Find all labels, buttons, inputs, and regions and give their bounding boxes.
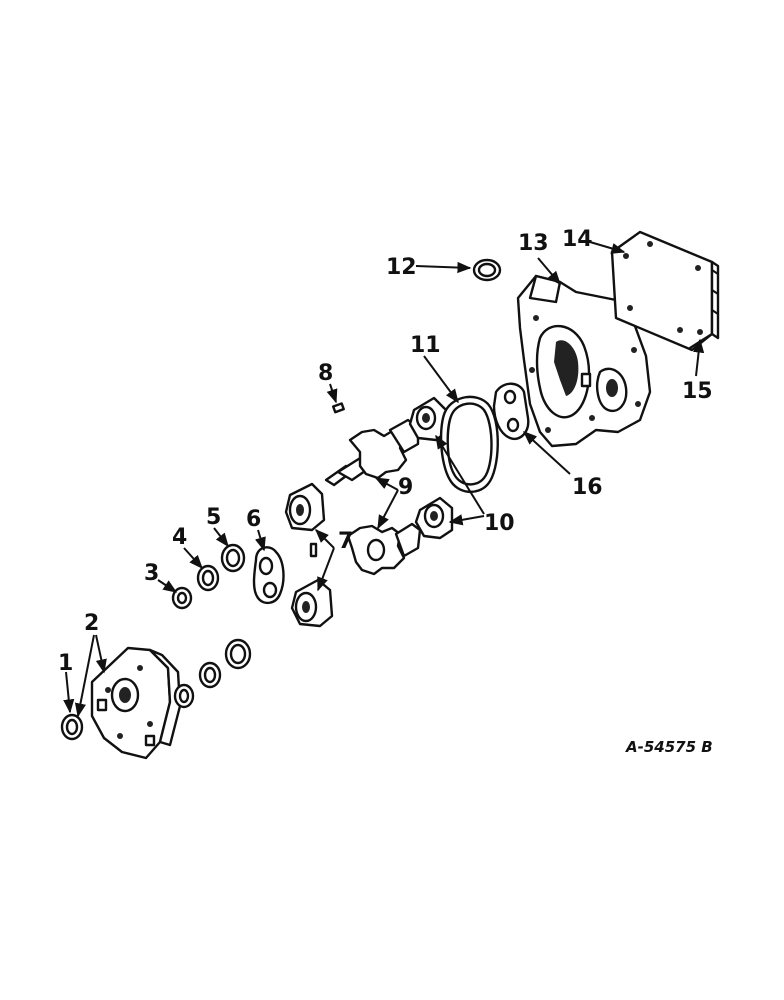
part-7-pin xyxy=(309,542,318,558)
part-2-front-cover xyxy=(90,646,182,760)
part-8-key xyxy=(332,402,345,414)
part-11-o-ring xyxy=(439,395,499,493)
callout-1: 1 xyxy=(58,651,73,676)
part-16-gasket xyxy=(492,382,530,441)
callout-12: 12 xyxy=(386,255,417,280)
part-12-seal-ring xyxy=(472,258,502,282)
callout-13: 13 xyxy=(518,231,549,256)
callout-10: 10 xyxy=(484,511,515,536)
part-5-washer xyxy=(220,543,246,573)
callout-labels: 1 2 3 4 5 6 7 8 9 10 11 12 13 14 15 16 xyxy=(58,227,713,676)
callout-3: 3 xyxy=(144,561,159,586)
leader-lines xyxy=(63,241,705,718)
callout-5: 5 xyxy=(206,505,221,530)
callout-16: 16 xyxy=(572,475,603,500)
part-10-bearing-upper xyxy=(408,396,448,442)
callout-4: 4 xyxy=(172,525,187,550)
part-3-washer xyxy=(171,586,193,610)
drawing-reference-code: A-54575 B xyxy=(625,738,713,756)
callout-8: 8 xyxy=(318,361,333,386)
part-9-driven-gear xyxy=(346,522,422,576)
part-9-drive-gear-shaft xyxy=(324,418,420,487)
callout-11: 11 xyxy=(410,333,441,358)
part-1-seal xyxy=(60,713,84,741)
lower-seal-set xyxy=(173,638,252,709)
part-15-gasket xyxy=(688,260,720,350)
part-7-bearing-lower xyxy=(290,578,334,628)
part-10-bearing-lower xyxy=(414,496,454,540)
callout-6: 6 xyxy=(246,507,261,532)
part-6-wear-plate xyxy=(252,546,285,605)
callout-2: 2 xyxy=(84,611,99,636)
callout-9: 9 xyxy=(398,475,413,500)
callout-14: 14 xyxy=(562,227,593,252)
callout-15: 15 xyxy=(682,379,713,404)
part-7-bearing-upper xyxy=(284,482,326,532)
callout-7: 7 xyxy=(338,529,353,554)
part-4-washer xyxy=(196,564,220,592)
